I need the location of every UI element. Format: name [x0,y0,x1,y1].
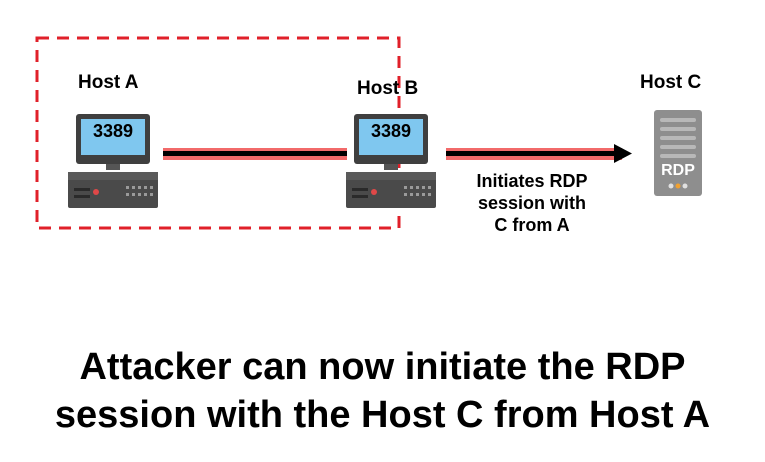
arrow-label-line-1: Initiates RDP [476,171,588,191]
caption-line-1: Attacker can now initiate the RDP [79,346,686,388]
arrow-b-to-c [446,144,632,163]
host-a-computer-icon [68,114,158,208]
host-a-port-label: 3389 [92,121,134,141]
host-b-label: Host B [357,78,419,99]
caption-line-2: session with the Host C from Host A [54,394,711,436]
host-b-computer-icon [346,114,436,208]
host-c-server-icon [654,110,702,196]
host-a-label: Host A [78,72,139,93]
host-c-rdp-badge: RDP [661,162,695,179]
arrow-label: Initiates RDP session with C from A [432,170,632,236]
host-b-port-label: 3389 [370,121,412,141]
connector-a-b [163,148,347,160]
compromised-zone-box [35,36,401,230]
host-c-label: Host C [640,72,702,93]
arrow-label-line-2: session with [477,193,587,213]
arrow-label-line-3: C from A [494,215,570,235]
